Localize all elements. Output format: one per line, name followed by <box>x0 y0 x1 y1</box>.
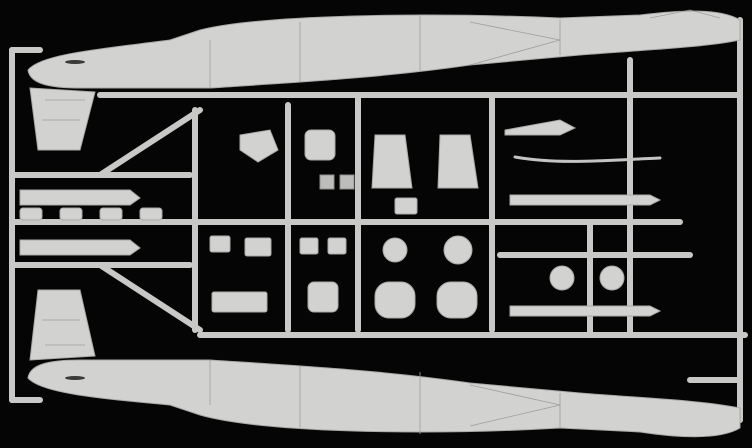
cockpit-parts <box>239 129 479 215</box>
lower-fuselage-half <box>27 289 741 438</box>
left-small-parts <box>19 189 163 256</box>
sprue-runners <box>9 17 748 423</box>
right-side-parts <box>504 119 662 317</box>
upper-fuselage-half <box>27 9 741 151</box>
center-lower-parts <box>209 235 478 319</box>
